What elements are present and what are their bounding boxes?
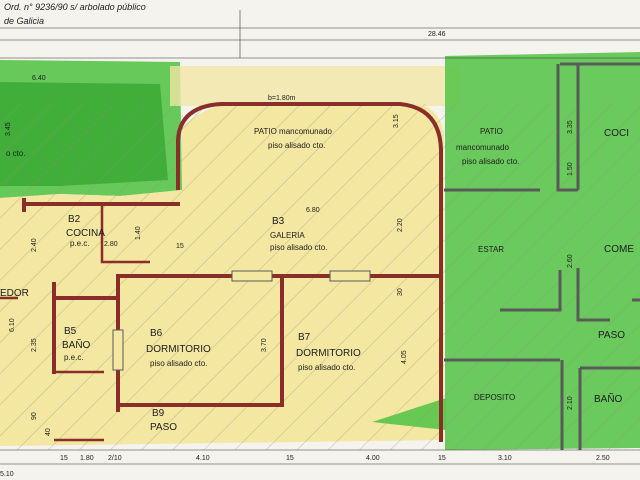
b9-name: PASO — [150, 422, 177, 433]
b6-sub: piso alisado cto. — [150, 359, 207, 368]
b5-sub: p.e.c. — [64, 353, 84, 362]
b7-code: B7 — [298, 332, 311, 343]
header-ordinance: Ord. n° 9236/90 s/ arbolado público — [4, 2, 146, 12]
dim-bottom-180: 1.80 — [80, 455, 94, 462]
dim-bottom-90: 90 — [31, 412, 38, 420]
b5-name: BAÑO — [62, 338, 91, 351]
patio-right-title: PATIO — [480, 127, 503, 136]
patio-right-sub: piso alisado cto. — [462, 157, 519, 166]
b7-sub: piso alisado cto. — [298, 363, 355, 372]
dim-405: 4.05 — [401, 350, 408, 364]
dim-bottom-210: 2/10 — [108, 455, 122, 462]
window-galeria-1 — [231, 270, 273, 282]
yellow-top-strip — [170, 66, 460, 106]
door-b6 — [112, 329, 124, 371]
b2-name: COCINA — [66, 228, 105, 239]
header-street: de Galicia — [4, 16, 44, 26]
patio-arc-wall — [176, 102, 443, 192]
b3-sub: piso alisado cto. — [270, 243, 327, 252]
dim-bottom-15b: 15 — [286, 455, 294, 462]
dim-bottom-310: 3.10 — [498, 455, 512, 462]
estar-mid-wall — [500, 270, 562, 312]
comedor-right-label: COME — [604, 244, 634, 255]
dim-370: 3.70 — [261, 338, 268, 352]
dim-345: 3.45 — [5, 122, 12, 136]
dim-610: 6.10 — [9, 318, 16, 332]
dim-210: 2.10 — [567, 396, 574, 410]
b3-name: GALERIA — [270, 231, 305, 240]
dim-680: 6.80 — [306, 207, 320, 214]
b6-name: DORMITORIO — [146, 344, 211, 355]
b9-code: B9 — [152, 408, 165, 419]
total-width-dim: 28.46 — [428, 31, 446, 38]
dim-015a: 15 — [176, 243, 184, 250]
dim-bottom-410: 4.10 — [196, 455, 210, 462]
dim-bottom-40: 40 — [45, 428, 52, 436]
estar-label: ESTAR — [478, 245, 504, 254]
bano-right-label: BAÑO — [594, 392, 623, 405]
paso-right-label: PASO — [598, 330, 625, 341]
window-galeria-2 — [329, 270, 371, 282]
dim-220: 2.20 — [397, 218, 404, 232]
dim-240: 2.40 — [31, 238, 38, 252]
dim-335: 3.35 — [567, 120, 574, 134]
right-mid-wall — [576, 268, 610, 322]
dim-280: 2.80 — [104, 241, 118, 248]
dim-150: 1.50 — [567, 162, 574, 176]
cocina-partition — [100, 204, 150, 264]
b7-name: DORMITORIO — [296, 348, 361, 359]
deposito-label: DEPOSITO — [474, 393, 515, 402]
b2-code: B2 — [68, 214, 81, 225]
dim-bottom-15c: 15 — [438, 455, 446, 462]
dim-315: 3.15 — [393, 114, 400, 128]
b5-code: B5 — [64, 326, 77, 337]
cocina-right-label: COCI — [604, 128, 629, 139]
dim-640: 6.40 — [32, 75, 46, 82]
dim-bottom-510: 5.10 — [0, 471, 14, 478]
b6-code: B6 — [150, 328, 163, 339]
dim-b180: b=1.80m — [268, 95, 296, 102]
patio-right-line2: mancomunado — [456, 143, 509, 152]
dim-140: 1.40 — [135, 226, 142, 240]
left-patio-sub: o cto. — [6, 149, 26, 158]
dim-30: 30 — [397, 288, 404, 296]
dim-bottom-250: 2.50 — [596, 455, 610, 462]
b2-sub: p.e.c. — [70, 239, 90, 248]
dim-235: 2.35 — [31, 338, 38, 352]
b3-code: B3 — [272, 216, 285, 227]
patio-left-title: PATIO mancomunado — [254, 127, 333, 136]
dim-260: 2.60 — [567, 254, 574, 268]
right-upper-wall — [556, 64, 578, 192]
patio-left-sub: piso alisado cto. — [268, 141, 325, 150]
dim-bottom-15a: 15 — [60, 455, 68, 462]
comedor-left-label: EDOR — [0, 288, 29, 299]
dim-bottom-400: 4.00 — [366, 455, 380, 462]
